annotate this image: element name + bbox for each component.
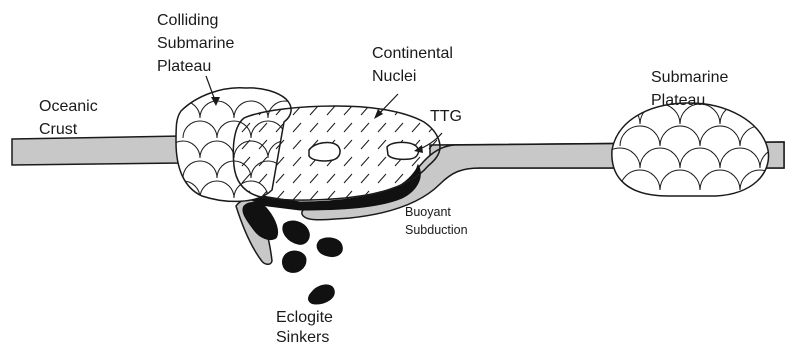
label-colliding-plateau: Colliding Submarine Plateau	[157, 12, 239, 75]
label-ttg: TTG	[430, 108, 462, 125]
label-oceanic-crust: Oceanic Crust	[39, 98, 102, 138]
eclogite-blob	[317, 238, 342, 257]
ttg-body-right	[387, 142, 418, 159]
label-buoyant-subduction: Buoyant Subduction	[405, 205, 468, 237]
label-eclogite-sinkers: Eclogite Sinkers	[276, 309, 337, 346]
label-continental-nuclei: Continental Nuclei	[372, 45, 457, 85]
label-submarine-plateau: Submarine Plateau	[651, 69, 733, 109]
submarine-plateau	[600, 103, 794, 196]
eclogite-blob	[283, 251, 306, 272]
ttg-body-left	[309, 143, 340, 161]
eclogite-blob	[283, 221, 309, 244]
eclogite-blob	[309, 285, 335, 304]
oceanic-crust-left	[12, 136, 182, 165]
